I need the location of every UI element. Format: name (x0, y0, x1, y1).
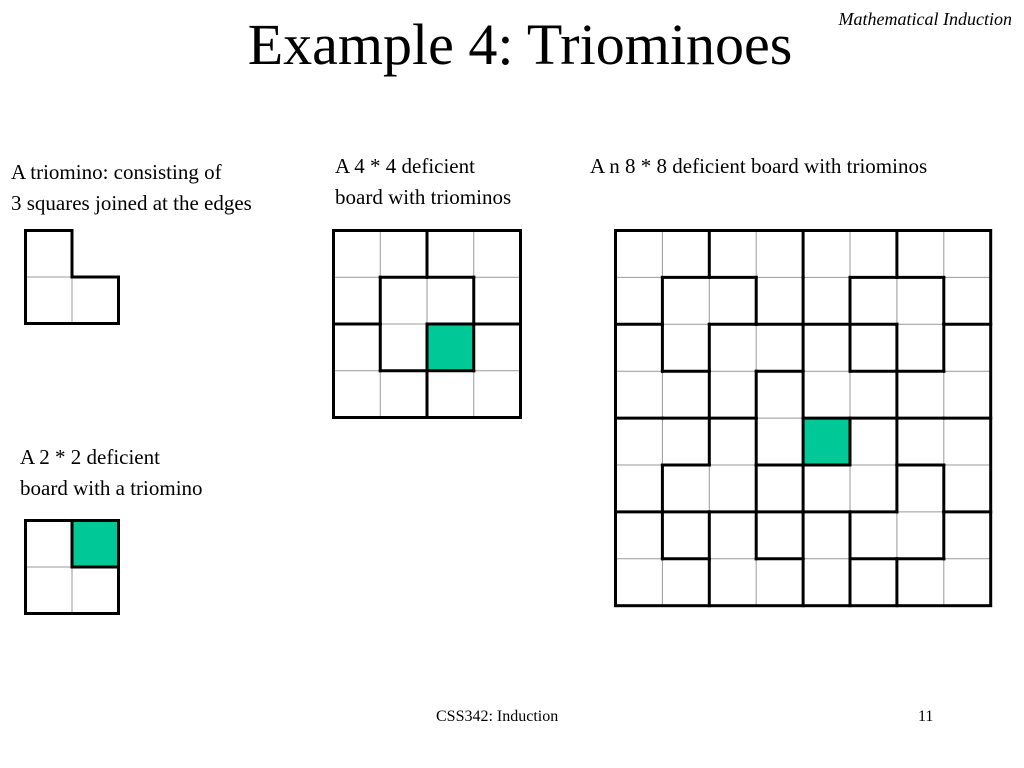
header-tag: Mathematical Induction (838, 9, 1012, 29)
triomino-outline (24, 229, 120, 325)
triomino-caption-line2: 3 squares joined at the edges (11, 191, 252, 215)
board-8x8 (614, 229, 993, 608)
board2-caption: A 2 * 2 deficient board with a triomino (20, 442, 203, 504)
triomino-figure (24, 229, 120, 325)
board2-caption-line2: board with a triomino (20, 476, 203, 500)
board8-caption: A n 8 * 8 deficient board with triominos (590, 154, 928, 178)
slide-title: Example 4: Triominoes (247, 12, 793, 77)
triomino-caption-line1: A triomino: consisting of (11, 160, 222, 184)
board4-caption: A 4 * 4 deficient board with triominos (335, 151, 511, 213)
board4-caption-line2: board with triominos (335, 185, 512, 209)
board2-outer-border (24, 519, 120, 615)
board8-outer-border (614, 229, 993, 608)
board4-deficient-square (427, 324, 474, 371)
board-2x2 (24, 519, 120, 615)
board8-deficient-square (803, 418, 850, 465)
page-number: 11 (918, 708, 934, 725)
board4-caption-line1: A 4 * 4 deficient (335, 154, 475, 178)
board-4x4 (332, 229, 522, 419)
footer-course: CSS342: Induction (436, 708, 559, 725)
board2-deficient-square (72, 520, 119, 567)
board2-caption-line1: A 2 * 2 deficient (20, 445, 160, 469)
triomino-caption: A triomino: consisting of 3 squares join… (11, 157, 252, 219)
board4-outer-border (332, 229, 522, 419)
